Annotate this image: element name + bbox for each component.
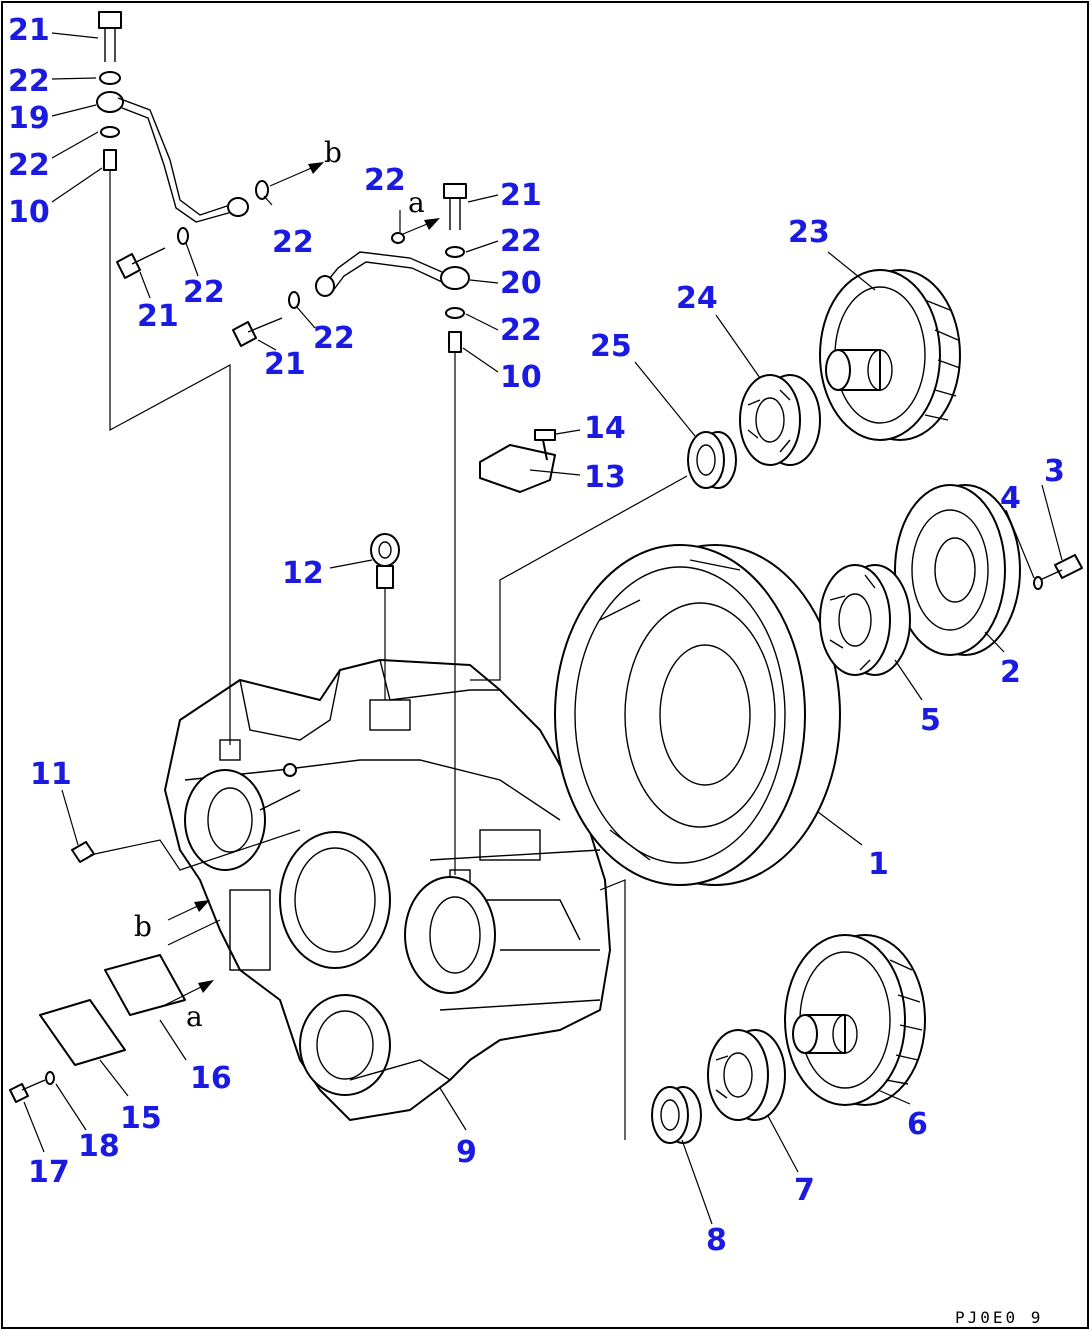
callout-22: 22 [183, 275, 225, 310]
flow-reference-letters: b a b a [134, 136, 425, 1033]
callout-22: 22 [364, 163, 406, 198]
bolt-3 [1033, 554, 1083, 590]
bolt-17-and-washer-18 [9, 1071, 55, 1103]
drawing-code: PJ0E0 9 [955, 1308, 1043, 1327]
callout-10: 10 [8, 195, 50, 230]
gear-6 [784, 934, 926, 1106]
plug-11 [71, 841, 95, 863]
callout-15: 15 [120, 1101, 162, 1136]
flow-ref-a: a [186, 1000, 203, 1033]
callout-21: 21 [137, 299, 179, 334]
callout-8: 8 [706, 1223, 727, 1258]
callout-1: 1 [868, 847, 889, 882]
callout-4: 4 [1000, 481, 1021, 516]
flow-ref-b: b [134, 910, 152, 943]
pipe-assembly-20 [232, 183, 470, 353]
callout-9: 9 [456, 1135, 477, 1170]
callout-22: 22 [8, 148, 50, 183]
cover-15 [39, 999, 126, 1066]
callout-22: 22 [500, 224, 542, 259]
gasket-16 [104, 954, 186, 1016]
flow-ref-a: a [408, 186, 425, 219]
callout-20: 20 [500, 266, 542, 301]
large-drum [554, 544, 841, 886]
callout-10: 10 [500, 360, 542, 395]
callout-17: 17 [28, 1155, 70, 1190]
callout-13: 13 [584, 460, 626, 495]
seal-ring-8 [651, 1086, 702, 1144]
callout-3: 3 [1044, 454, 1065, 489]
callout-6: 6 [907, 1107, 928, 1142]
callout-25: 25 [590, 329, 632, 364]
callout-22: 22 [500, 313, 542, 348]
callout-16: 16 [190, 1061, 232, 1096]
callout-2: 2 [1000, 655, 1021, 690]
bearing-5 [819, 564, 911, 676]
callout-22: 22 [272, 225, 314, 260]
callout-5: 5 [920, 703, 941, 738]
callout-24: 24 [676, 281, 718, 316]
flange-cover-2 [894, 484, 1021, 656]
callout-18: 18 [78, 1129, 120, 1164]
seal-ring-25 [687, 431, 737, 489]
assembly-guide-lines [89, 170, 688, 1140]
callout-21: 21 [500, 178, 542, 213]
flow-arrows [164, 162, 440, 1006]
transmission-housing [164, 659, 611, 1121]
callout-11: 11 [30, 757, 72, 792]
gear-23 [819, 269, 961, 441]
callout-21: 21 [8, 13, 50, 48]
pipe-assembly-19 [96, 11, 269, 279]
callout-19: 19 [8, 101, 50, 136]
callout-7: 7 [794, 1173, 815, 1208]
bearing-24 [739, 374, 821, 466]
callout-22: 22 [313, 321, 355, 356]
bearing-7 [707, 1029, 786, 1121]
callout-22: 22 [8, 64, 50, 99]
callout-14: 14 [584, 411, 626, 446]
flow-ref-b: b [324, 136, 342, 169]
part-callouts: 21 22 19 22 10 22 22 21 22 21 22 21 22 2… [8, 13, 1065, 1258]
eye-bolt-12 [370, 533, 400, 589]
callout-12: 12 [282, 556, 324, 591]
callout-23: 23 [788, 215, 830, 250]
leader-lines [23, 32, 1063, 1225]
cover-plate-13 [479, 429, 556, 493]
callout-21: 21 [264, 347, 306, 382]
